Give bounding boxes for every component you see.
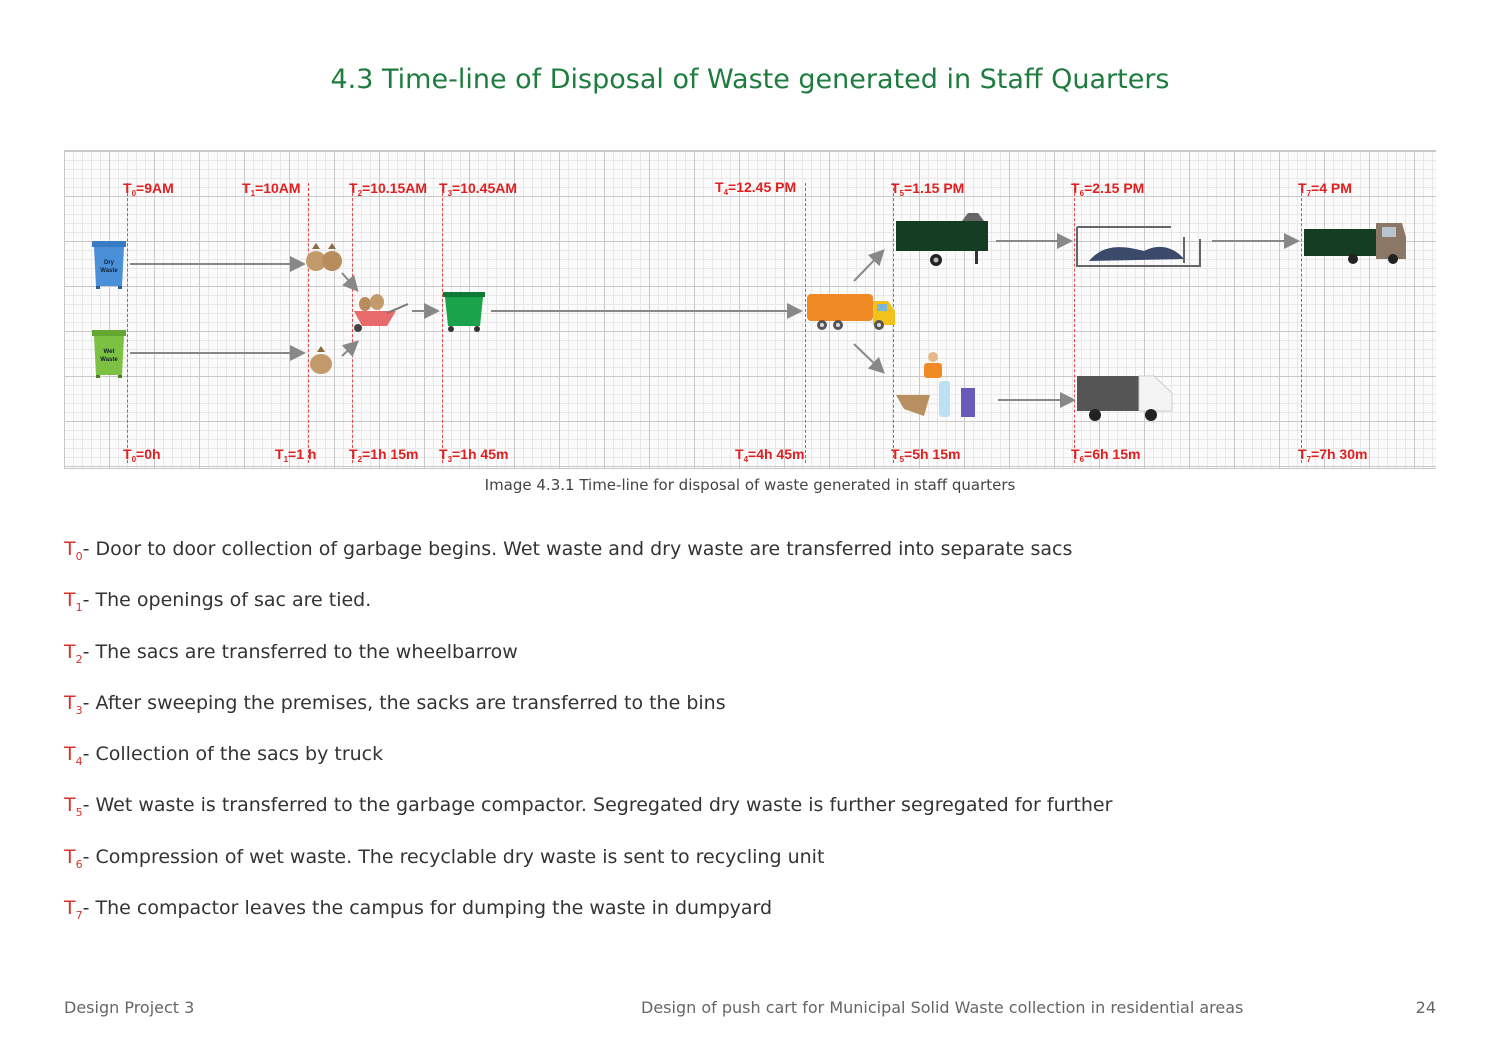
- top-time-label: T6=2.15 PM: [1071, 180, 1145, 198]
- bottom-duration-label: T7=7h 30m: [1298, 446, 1368, 464]
- arrow-icon: [853, 249, 885, 282]
- compactor-bay-icon: [1076, 226, 1201, 267]
- note-t2: T2- The sacs are transferred to the whee…: [64, 640, 518, 666]
- page-number: 24: [1415, 998, 1436, 1017]
- bottom-duration-label: T3=1h 45m: [439, 446, 509, 464]
- t2-marker-line: [352, 183, 353, 463]
- t7-marker-line: [1301, 183, 1302, 463]
- top-time-label: T1=10AM: [242, 180, 301, 198]
- dry-waste-bin-icon: Dry Waste: [92, 241, 126, 289]
- timeline-diagram: T0=9AM T1=10AM T2=10.15AM T3=10.45AM T4=…: [64, 150, 1436, 469]
- note-t4: T4- Collection of the sacs by truck: [64, 743, 384, 768]
- wheelbarrow-icon: [354, 294, 409, 332]
- bottom-duration-label: T5=5h 15m: [891, 446, 961, 464]
- svg-text:Waste: Waste: [100, 357, 118, 363]
- arrow-icon: [341, 272, 359, 293]
- bottom-duration-label: T0=0h: [123, 446, 161, 464]
- figure-caption: Image 4.3.1 Time-line for disposal of wa…: [484, 476, 1016, 494]
- timeline-notes: T0- Door to door collection of garbage b…: [64, 536, 1444, 946]
- note-t1: T1- The openings of sac are tied.: [64, 589, 372, 615]
- svg-text:Dry: Dry: [104, 260, 115, 266]
- t6-marker-line: [1074, 183, 1075, 463]
- bottom-duration-label: T2=1h 15m: [349, 446, 419, 464]
- t3-marker-line: [442, 183, 443, 463]
- arrow-icon: [853, 343, 885, 374]
- note-t7: T7- The compactor leaves the campus for …: [64, 897, 773, 922]
- svg-text:Wet: Wet: [104, 349, 115, 355]
- garbage-truck-icon: [807, 294, 895, 330]
- compactor-truck-icon: [1304, 223, 1406, 264]
- wet-waste-bin-icon: Wet Waste: [92, 330, 126, 378]
- timeline-icons: Dry Waste Wet Waste: [92, 213, 1406, 421]
- top-time-label: T4=12.45 PM: [715, 179, 797, 197]
- note-t6: T6- Compression of wet waste. The recycl…: [64, 845, 825, 871]
- note-t0: T0- Door to door collection of garbage b…: [64, 538, 1073, 563]
- green-dumpster-bin-icon: [443, 292, 485, 332]
- recycling-truck-icon: [1077, 375, 1173, 421]
- t0-marker-line: [127, 183, 128, 463]
- bottom-duration-label: T6=6h 15m: [1071, 446, 1141, 464]
- top-time-label: T2=10.15AM: [349, 180, 427, 198]
- footer-center: Design of push cart for Municipal Solid …: [641, 998, 1244, 1017]
- arrow-icon: [341, 340, 359, 358]
- svg-text:Waste: Waste: [100, 268, 118, 274]
- footer-left: Design Project 3: [64, 998, 195, 1017]
- t4-marker-line: [805, 183, 806, 463]
- tied-sack-icon: [310, 346, 332, 374]
- bottom-duration-label: T4=4h 45m: [735, 446, 805, 464]
- top-time-label: T7=4 PM: [1298, 180, 1352, 198]
- top-time-label: T3=10.45AM: [439, 180, 517, 198]
- note-t3: T3- After sweeping the premises, the sac…: [64, 691, 726, 717]
- t1-marker-line: [308, 183, 309, 463]
- top-time-label: T5=1.15 PM: [891, 180, 965, 198]
- note-t5: T5- Wet waste is transferred to the garb…: [64, 794, 1113, 820]
- worker-sorting-icon: [896, 352, 975, 417]
- top-time-label: T0=9AM: [123, 180, 174, 198]
- tied-sacks-icon: [306, 243, 342, 271]
- bottom-duration-label: T1=1 h: [275, 446, 317, 464]
- garbage-trailer-icon: [896, 213, 988, 266]
- page-title: 4.3 Time-line of Disposal of Waste gener…: [330, 64, 1170, 95]
